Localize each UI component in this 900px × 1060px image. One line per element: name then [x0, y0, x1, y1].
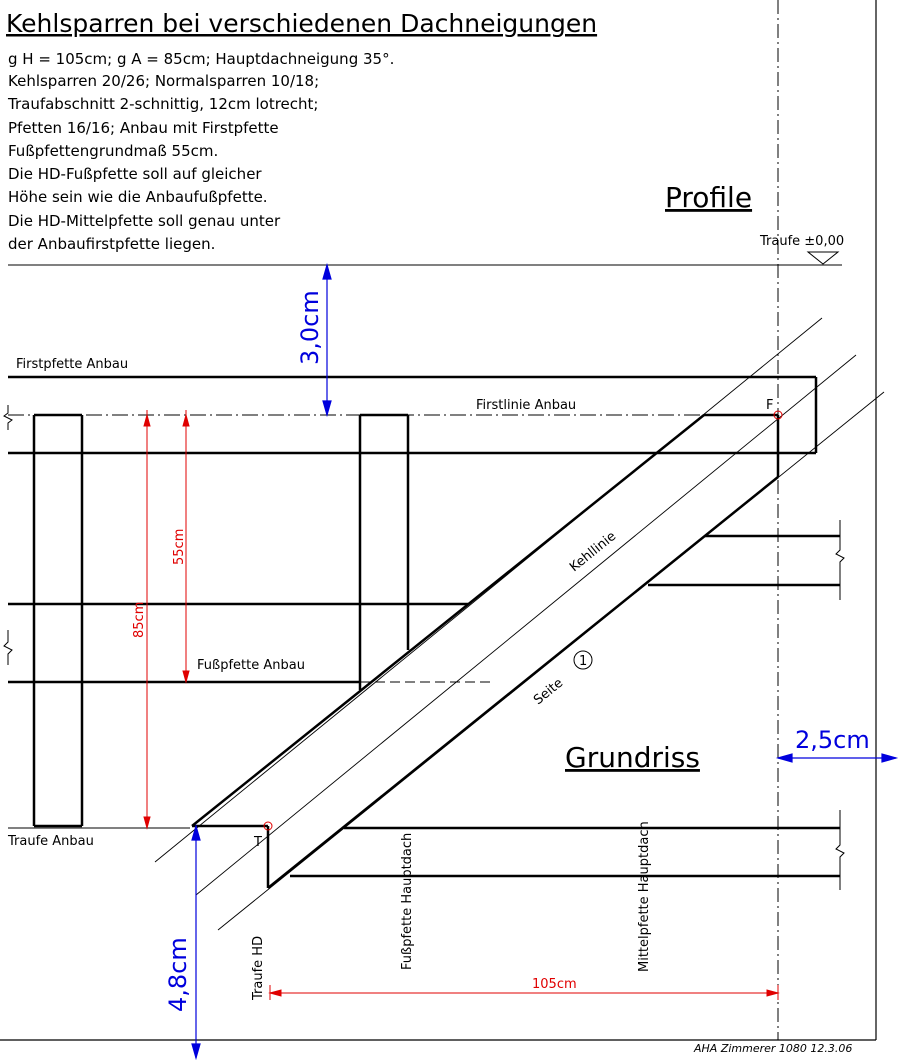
traufe-level-label: Traufe ±0,00 — [759, 234, 844, 249]
dimension-105 — [268, 985, 780, 1000]
footer-credit: AHA Zimmerer 1080 12.3.06 — [693, 1042, 852, 1055]
drawing-title: Kehlsparren bei verschiedenen Dachneigun… — [6, 9, 597, 38]
dimension-48cm — [191, 823, 201, 1060]
spec-block: g H = 105cm; g A = 85cm; Hauptdachneigun… — [7, 50, 394, 253]
anbau-rafter-middle — [358, 413, 410, 690]
break-symbol-left — [3, 405, 13, 665]
spec-line-7: Höhe sein wie die Anbaufußpfette. — [8, 188, 268, 206]
heading-profile: Profile — [665, 181, 752, 214]
spec-line-1: g H = 105cm; g A = 85cm; Hauptdachneigun… — [8, 50, 394, 68]
dimension-85-label: 85cm — [132, 602, 147, 638]
fusspfette-hauptdach-label: Fußpfette Hauptdach — [400, 833, 415, 970]
spec-line-6: Die HD-Fußpfette soll auf gleicher — [8, 165, 262, 183]
dimension-55-label: 55cm — [172, 529, 187, 565]
kehllinie-construction — [154, 317, 885, 931]
seite-number-circle — [573, 650, 593, 670]
kehllinie-label: Kehllinie — [567, 529, 619, 575]
seite-number: 1 — [579, 654, 587, 669]
point-t-marker — [263, 821, 273, 831]
mittelpfette-hauptdach-label: Mittelpfette Hauptdach — [637, 821, 652, 972]
traufe-anbau-label: Traufe Anbau — [7, 834, 94, 849]
spec-line-9: der Anbaufirstpfette liegen. — [8, 235, 215, 253]
dimension-3cm — [322, 262, 332, 418]
mittelpfette-anbau — [8, 602, 468, 684]
spec-line-5: Fußpfettengrundmaß 55cm. — [8, 142, 218, 160]
firstpfette-anbau-beam — [8, 375, 818, 455]
firstlinie-anbau-label: Firstlinie Anbau — [476, 398, 576, 413]
dimension-25cm-label: 2,5cm — [795, 726, 870, 754]
dimension-3cm-label: 3,0cm — [296, 290, 324, 365]
frame — [0, 0, 877, 1041]
break-symbol-right — [835, 520, 845, 890]
heading-grundriss: Grundriss — [565, 741, 700, 774]
point-t-label: T — [253, 835, 262, 850]
hauptdach-pfetten-right-upper — [648, 534, 840, 587]
dimension-105-label: 105cm — [532, 977, 577, 992]
hauptdach-pfetten-lower — [290, 826, 840, 878]
spec-line-3: Traufabschnitt 2-schnittig, 12cm lotrech… — [7, 95, 318, 113]
dimension-25cm — [775, 753, 899, 763]
point-f-marker — [773, 410, 783, 420]
level-triangle-icon — [806, 251, 840, 265]
spec-line-8: Die HD-Mittelpfette soll genau unter — [8, 212, 281, 230]
traufe-hd-label: Traufe HD — [251, 936, 266, 1001]
spec-line-4: Pfetten 16/16; Anbau mit Firstpfette — [8, 119, 279, 137]
anbau-rafter-left — [32, 413, 84, 828]
point-f-label: F — [766, 398, 773, 413]
dimension-48cm-label: 4,8cm — [164, 937, 192, 1012]
spec-line-2: Kehlsparren 20/26; Normalsparren 10/18; — [8, 72, 319, 90]
dimension-85 — [143, 410, 151, 830]
kehlsparren — [191, 413, 780, 889]
firstpfette-anbau-label: Firstpfette Anbau — [16, 357, 128, 372]
dimension-55 — [182, 410, 190, 684]
fusspfette-anbau-label: Fußpfette Anbau — [197, 658, 305, 673]
seite-label: Seite — [531, 676, 566, 708]
